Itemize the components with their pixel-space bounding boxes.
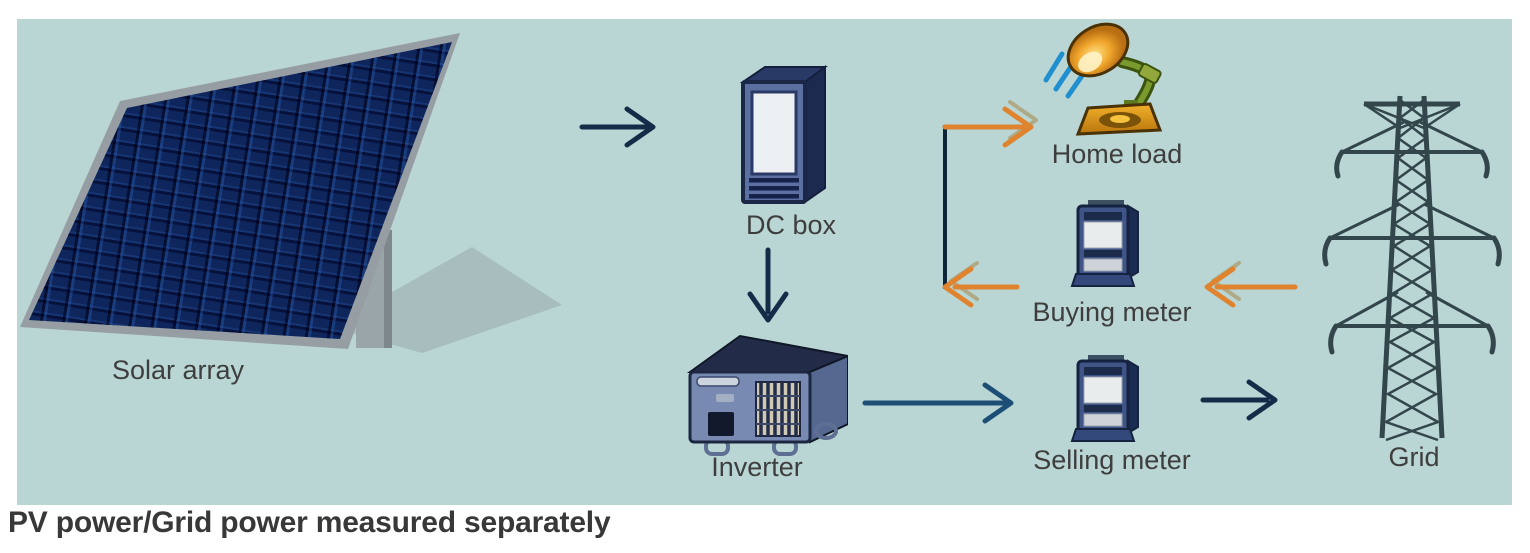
arrow-selling-meter-to-grid: [1200, 379, 1278, 421]
solar-array-image: [20, 25, 565, 370]
dc-box-icon: [739, 65, 828, 204]
arrow-solar-to-dcbox: [579, 106, 656, 148]
inverter-label: Inverter: [711, 452, 803, 482]
selling-meter-label: Selling meter: [1033, 445, 1191, 475]
arrow-grid-to-buying-meter: [1204, 261, 1298, 308]
inverter-icon: [686, 334, 848, 456]
arrow-buying-meter-to-junction: [942, 261, 1020, 308]
grid-label: Grid: [1388, 442, 1440, 472]
arrow-junction-to-home-load: [942, 100, 1038, 148]
buying-meter-label: Buying meter: [1032, 297, 1192, 327]
home-load-lamp-icon: [1043, 22, 1163, 136]
flow-arrows-layer: [579, 100, 1298, 424]
solar-array-label: Solar array: [111, 355, 245, 385]
dc-box-label: DC box: [745, 210, 837, 240]
figure-caption: PV power/Grid power measured separately: [8, 506, 611, 539]
buying-meter-icon: [1070, 200, 1139, 287]
grid-tower-icon: [1322, 95, 1502, 442]
selling-meter-icon: [1070, 355, 1139, 442]
arrow-inverter-to-selling-meter: [862, 382, 1014, 424]
arrow-dcbox-to-inverter: [747, 247, 789, 323]
home-load-label: Home load: [1051, 139, 1183, 169]
